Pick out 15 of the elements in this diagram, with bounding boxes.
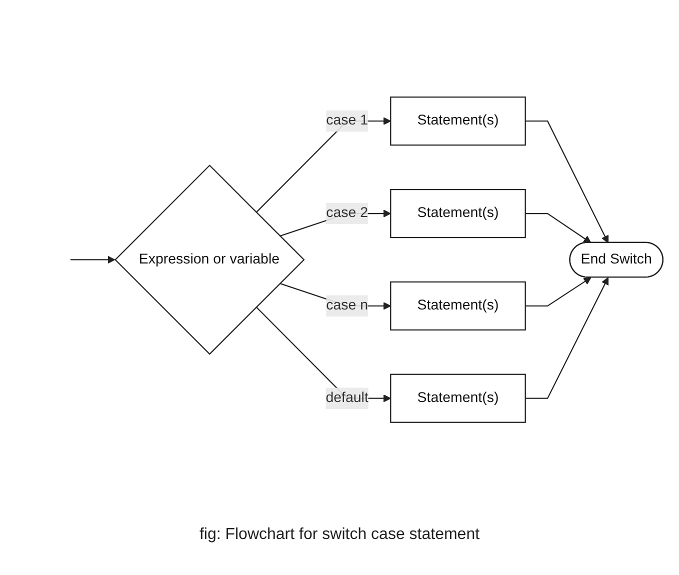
node-diamond: Expression or variable — [114, 164, 304, 356]
arrow — [524, 120, 608, 244]
arrow — [524, 277, 591, 307]
edge-label: case n — [326, 298, 368, 314]
edge-label: default — [325, 390, 368, 406]
edge-label: case 1 — [326, 113, 368, 128]
arrow — [524, 277, 608, 400]
figure-caption: fig: Flowchart for switch case statement — [199, 526, 480, 544]
edge-label: case 2 — [326, 206, 368, 221]
node-box: Statement(s) — [390, 96, 526, 146]
node-box: Statement(s) — [390, 374, 526, 424]
node-box: Statement(s) — [390, 282, 526, 331]
node-box: Statement(s) — [390, 189, 526, 238]
arrow — [524, 213, 591, 244]
arrow — [70, 256, 115, 264]
